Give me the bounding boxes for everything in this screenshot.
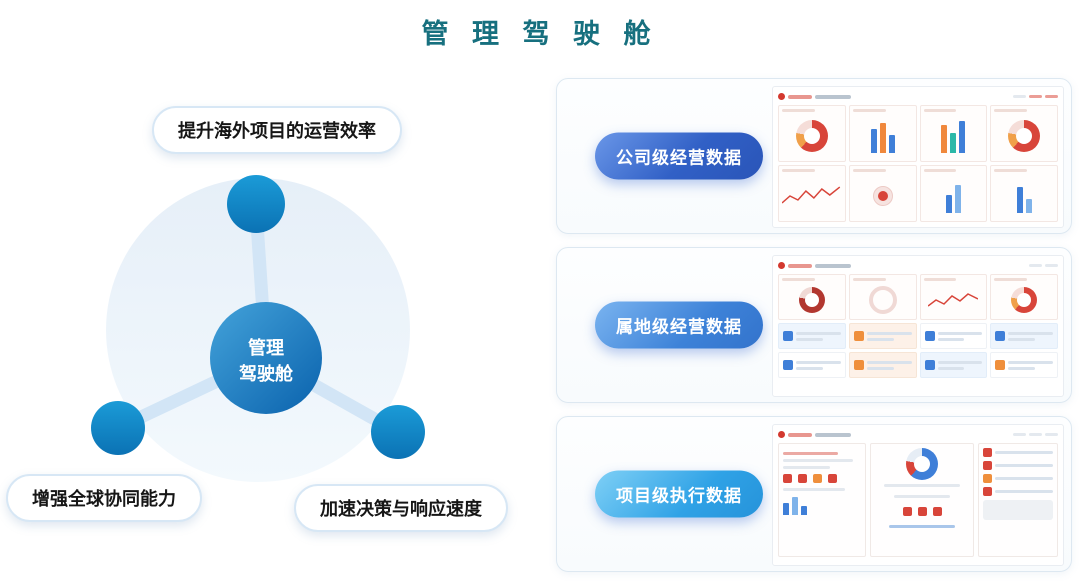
dashboard-panels: [778, 443, 1058, 557]
summary-tile: [919, 323, 988, 349]
logo-icon: [778, 431, 785, 438]
doc-icon: [924, 331, 935, 341]
alert-icon: [983, 487, 992, 496]
nav-menu-icon: [1013, 95, 1058, 98]
list-item: [983, 487, 1053, 496]
card-label-company: 公司级经营数据: [595, 132, 763, 180]
panel-line-chart: [778, 165, 846, 222]
dashboard-panels: [778, 274, 1058, 320]
panel-donut: [778, 105, 846, 162]
doc-icon: [853, 360, 864, 370]
card-label-project: 项目级执行数据: [595, 470, 763, 518]
list-item: [983, 461, 1053, 470]
summary-tiles-row: [778, 323, 1058, 349]
doc-icon: [995, 360, 1006, 370]
cockpit-diagram: 管理 驾驶舱 提升海外项目的运营效率 增强全球协同能力 加速决策与响应速度: [0, 58, 552, 581]
doc-icon: [995, 331, 1006, 341]
panel-line-chart: [919, 274, 988, 320]
doc-icon: [783, 360, 793, 370]
center-label-line1: 管理: [248, 337, 284, 358]
warning-icon: [983, 474, 992, 483]
mini-bar-chart: [941, 119, 966, 153]
panel-ring: [848, 274, 917, 320]
project-panel-right: [978, 443, 1058, 557]
mini-ring-chart: [868, 285, 897, 314]
mini-donut-chart: [1008, 120, 1041, 152]
alert-icon: [983, 448, 992, 457]
summary-tiles-row: [778, 352, 1058, 378]
list-item: [983, 448, 1053, 457]
dashboard-thumbnail-company: [772, 86, 1064, 228]
dashboard-thumbnail-project: [772, 424, 1064, 566]
mini-donut-chart: [798, 286, 825, 313]
card-project-level: 项目级执行数据: [556, 416, 1072, 572]
mini-line-chart: [782, 186, 841, 204]
panel-bars: [919, 165, 988, 222]
mini-bar-chart: [783, 495, 861, 515]
page-title: 管 理 驾 驶 舱: [421, 19, 659, 49]
doc-icon: [924, 360, 935, 370]
mini-bar-chart: [870, 119, 895, 153]
alert-icon: [798, 474, 807, 483]
project-panel-left: [778, 443, 866, 557]
thumbnail-header: [778, 91, 1058, 102]
panel-bars: [919, 105, 988, 162]
summary-tile: [778, 323, 846, 349]
summary-tile: [848, 352, 917, 378]
warning-icon: [813, 474, 822, 483]
mini-donut-chart: [1011, 286, 1038, 313]
doc-icon: [853, 331, 864, 341]
center-label-line2: 驾驶舱: [239, 363, 294, 384]
mini-donut-chart: [906, 448, 938, 480]
list-item: [983, 474, 1053, 483]
mini-line-chart: [928, 292, 979, 307]
label-top-benefit: 提升海外项目的运营效率: [152, 106, 402, 154]
card-company-level: 公司级经营数据: [556, 78, 1072, 234]
summary-tile: [990, 323, 1058, 349]
doc-icon: [783, 331, 793, 341]
card-label-territory: 属地级经营数据: [595, 301, 763, 349]
summary-tile: [990, 352, 1058, 378]
alert-icon: [917, 507, 927, 516]
label-bottom-left-benefit: 增强全球协同能力: [6, 474, 202, 522]
node-bottom-right-circle: [371, 405, 425, 459]
summary-tile: [848, 323, 917, 349]
alert-icon: [783, 474, 792, 483]
data-level-cards: 公司级经营数据: [556, 78, 1072, 581]
card-territory-level: 属地级经营数据: [556, 247, 1072, 403]
label-bottom-right-benefit: 加速决策与响应速度: [294, 484, 508, 532]
panel-donut: [990, 274, 1058, 320]
panel-donut: [778, 274, 846, 320]
center-circle: [210, 302, 322, 414]
summary-tile: [919, 352, 988, 378]
status-icons: [783, 474, 861, 483]
panel-donut: [990, 105, 1058, 162]
nav-menu-icon: [1029, 264, 1058, 267]
status-icons: [902, 507, 942, 516]
cockpit-diagram-graphic: 管理 驾驶舱: [91, 175, 425, 482]
logo-icon: [778, 93, 785, 100]
alert-icon: [983, 461, 992, 470]
seal-icon: [872, 186, 893, 206]
node-top-circle: [227, 175, 285, 233]
panel-bars: [848, 105, 917, 162]
mini-bar-chart: [945, 179, 961, 213]
node-bottom-left-circle: [91, 401, 145, 455]
thumbnail-header: [778, 429, 1058, 440]
project-panel-middle: [870, 443, 974, 557]
mini-donut-chart: [795, 120, 828, 152]
mini-bar-chart: [1016, 179, 1032, 213]
alert-icon: [828, 474, 837, 483]
footer-box: [983, 500, 1053, 520]
nav-menu-icon: [1013, 433, 1058, 436]
panel-bars: [990, 165, 1058, 222]
panel-emblem: [848, 165, 917, 222]
logo-icon: [778, 262, 785, 269]
alert-icon: [932, 507, 942, 516]
thumbnail-header: [778, 260, 1058, 271]
dashboard-thumbnail-territory: [772, 255, 1064, 397]
summary-tile: [778, 352, 846, 378]
alert-icon: [902, 507, 912, 516]
dashboard-panels: [778, 105, 1058, 222]
